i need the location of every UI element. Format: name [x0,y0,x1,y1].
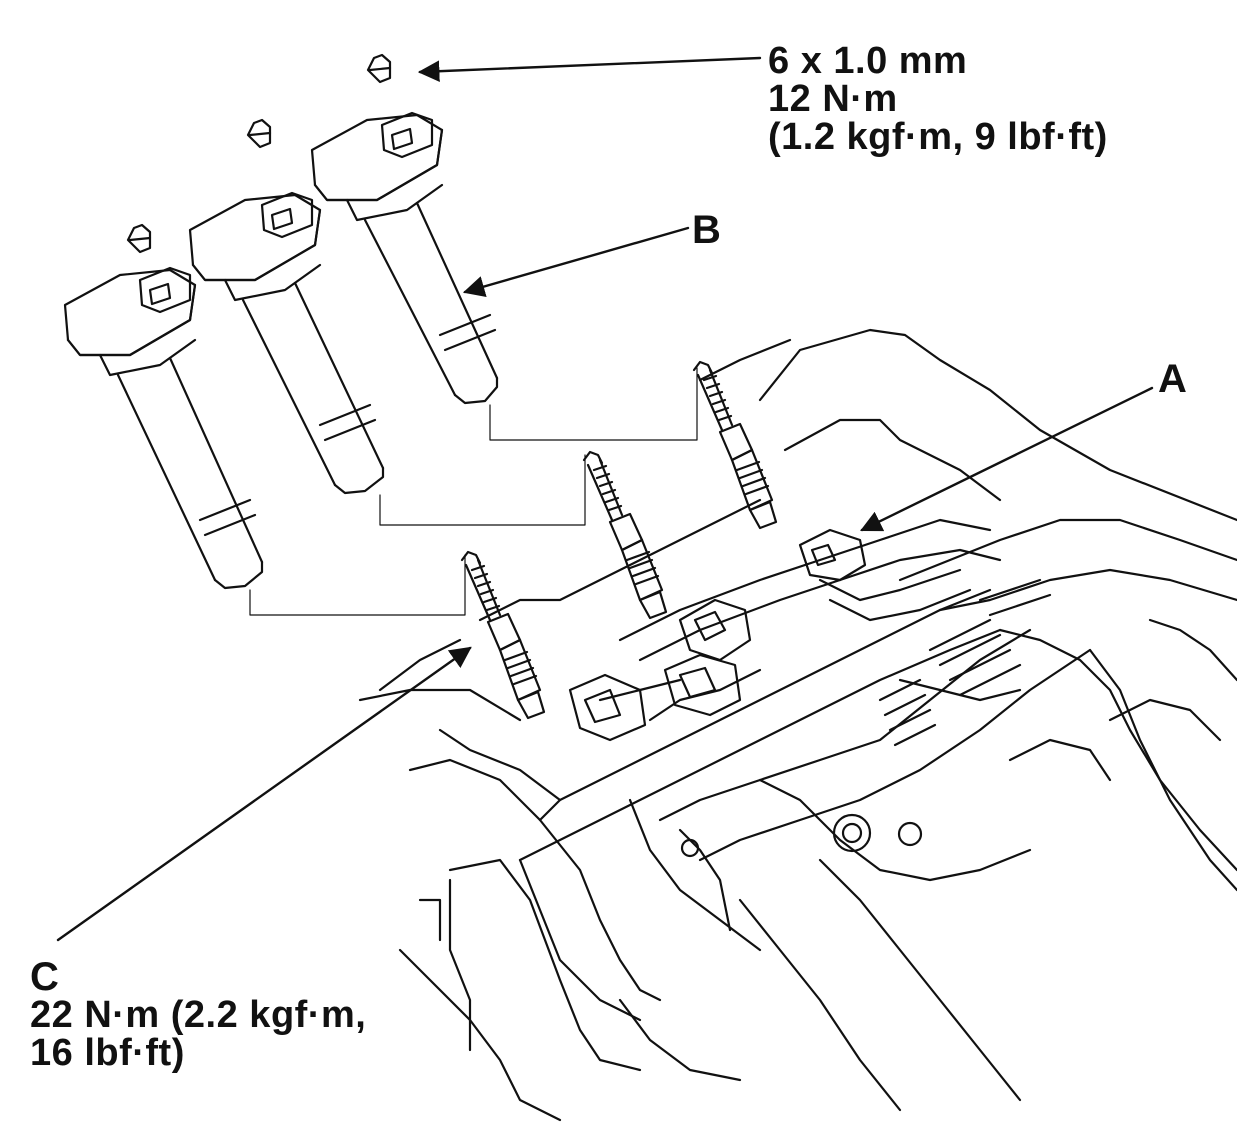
injector-connector-3 [663,653,742,717]
spark-plug-3 [692,360,778,530]
nut-leader-arrow [417,56,762,82]
engine-outline [358,328,1237,1122]
nut-torque-text: 12 N·m [768,78,898,120]
spark-plug-2 [582,450,668,620]
nut-size-text: 6 x 1.0 mm [768,40,968,82]
ignition-coil-2 [188,118,385,495]
leader-arrows [56,56,1154,942]
injector-connector-4 [568,673,647,742]
plug-torque-line2: 16 lbf·ft) [30,1032,185,1074]
injector-connector-1 [798,528,867,582]
callout-b-label: B [692,208,722,252]
callout-c-label: C [30,955,60,999]
alignment-lines [249,367,698,616]
callout-a-label: A [1158,357,1188,401]
nut-torque-alt-text: (1.2 kgf·m, 9 lbf·ft) [768,116,1108,158]
ignition-coil-3 [310,53,499,405]
ignition-coil-1 [63,223,264,590]
plug-torque-line1: 22 N·m (2.2 kgf·m, [30,994,367,1036]
plug-spec-label: C 22 N·m (2.2 kgf·m, 16 lbf·ft) [30,955,367,1074]
nut-spec-label: 6 x 1.0 mm 12 N·m (1.2 kgf·m, 9 lbf·ft) [768,42,1108,156]
a-leader-arrow [860,386,1154,532]
b-leader-arrow [462,226,690,298]
injector-connector-2 [678,598,752,662]
c-leader-arrow [56,646,472,942]
